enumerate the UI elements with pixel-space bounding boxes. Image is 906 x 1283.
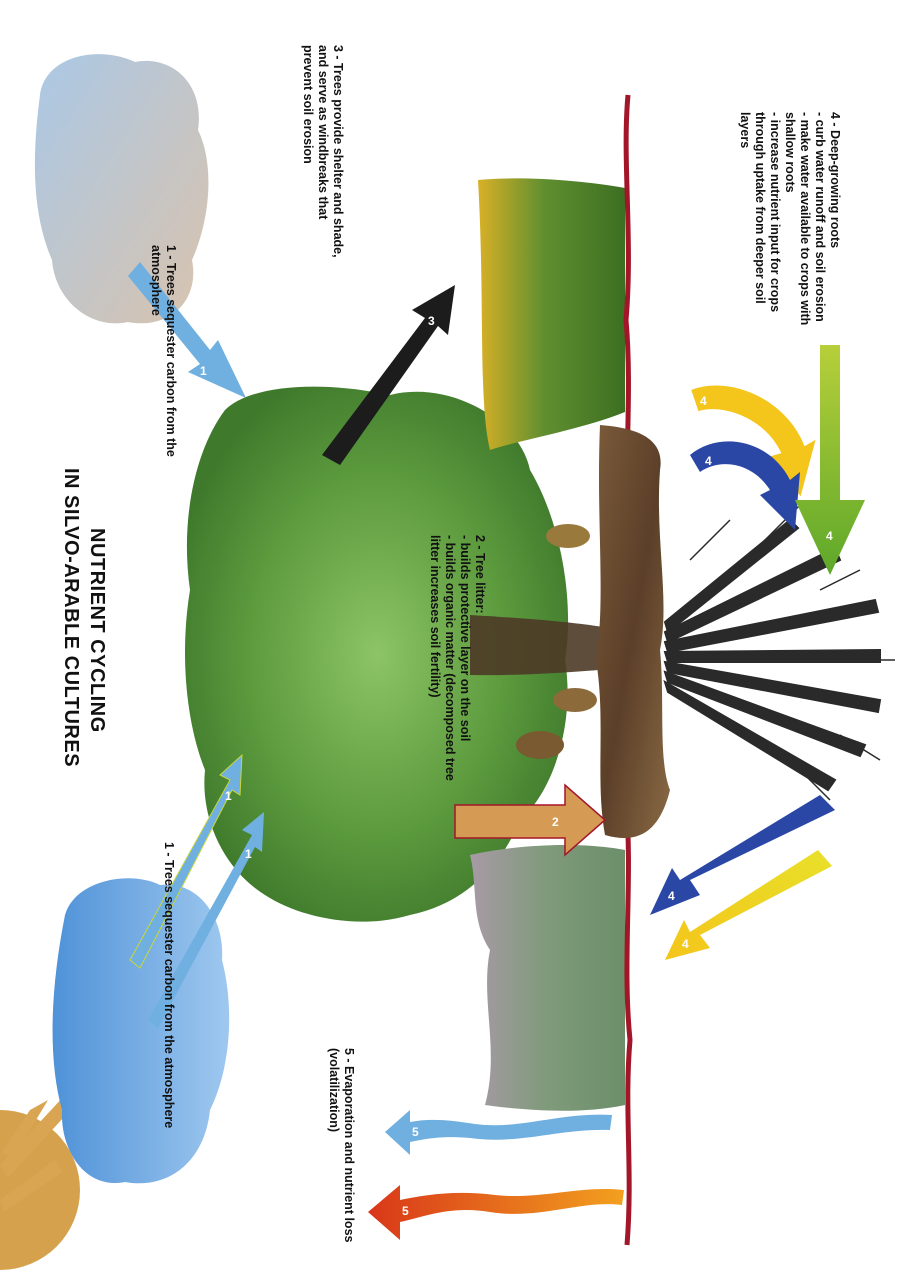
arrow-4-yellow-straight: 4 [665, 850, 832, 960]
label-line: and serve as windbreaks that [316, 45, 330, 220]
label-line: - curb water runoff and soil erosion [813, 112, 827, 322]
label-line: 1 - Trees sequester carbon from the atmo… [162, 842, 176, 1129]
label-shelter: 3 - Trees provide shelter and shade, and… [300, 45, 345, 258]
label-line: layers [738, 112, 752, 149]
tree-trunk-illustration [470, 615, 620, 676]
cloud-top-illustration [34, 54, 209, 324]
arrow-1-left-a: 1 [129, 753, 243, 969]
roots-illustration [663, 504, 895, 801]
label-line: - increase nutrient input for crops [768, 112, 782, 313]
arrow-3: 3 [322, 285, 455, 465]
tree-canopy-illustration [185, 386, 569, 922]
arrow-1-left-b: 1 [148, 812, 264, 1028]
arrow-5-red-wavy: 5 [368, 1185, 624, 1240]
sunflower-field-illustration [478, 178, 625, 450]
svg-text:4: 4 [705, 454, 712, 468]
arrow-4-blue-straight: 4 [650, 795, 835, 915]
label-line: 3 - Trees provide shelter and shade, [331, 45, 345, 258]
label-sequester-top: 1 - Trees sequester carbon from the atmo… [148, 245, 178, 457]
label-line: through uptake from deeper soil [753, 112, 767, 304]
leaf-illustration [516, 731, 564, 759]
sun-illustration [0, 1095, 81, 1270]
svg-text:1: 1 [245, 847, 252, 861]
diagram-title: NUTRIENT CYCLING IN SILVO-ARABLE CULTURE… [58, 468, 110, 767]
arrow-2: 2 [454, 783, 607, 857]
arrow-4-yellow-curved: 4 [691, 385, 816, 497]
svg-text:1: 1 [225, 789, 232, 803]
label-line: 4 - Deep-growing roots [828, 112, 842, 249]
arrow-1-top: 1 [128, 262, 246, 398]
svg-text:4: 4 [668, 889, 675, 903]
arrow-4-blue-curved: 4 [690, 441, 800, 530]
label-line: 5 - Evaporation and nutrient loss [342, 1048, 356, 1243]
grass-field-illustration [470, 845, 625, 1111]
title-line-2: IN SILVO-ARABLE CULTURES [60, 468, 82, 768]
label-line: shallow roots [783, 112, 797, 193]
label-line: atmosphere [149, 245, 163, 316]
label-line: 2 - Tree litter: [473, 535, 487, 614]
label-deep-roots: 4 - Deep-growing roots - curb water runo… [737, 112, 842, 325]
svg-text:4: 4 [682, 937, 689, 951]
label-line: - builds organic matter (decomposed tree [443, 535, 457, 781]
arrow-4-green-down: 4 [795, 345, 865, 575]
svg-text:4: 4 [700, 394, 707, 408]
svg-text:3: 3 [428, 314, 435, 328]
label-sequester-left: 1 - Trees sequester carbon from the atmo… [161, 842, 176, 1128]
label-line: prevent soil erosion [301, 45, 315, 164]
label-evaporation: 5 - Evaporation and nutrient loss (volat… [326, 1048, 356, 1242]
title-line-1: NUTRIENT CYCLING [86, 528, 108, 733]
svg-text:5: 5 [412, 1125, 419, 1139]
label-line: litter increases soil fertility) [428, 535, 442, 698]
label-tree-litter: 2 - Tree litter: - builds protective lay… [427, 535, 487, 781]
label-line: (volatilization) [327, 1048, 341, 1133]
leaf-illustration [553, 688, 597, 712]
label-line: 1 - Trees sequester carbon from the [164, 245, 178, 457]
svg-text:1: 1 [200, 364, 207, 378]
svg-text:2: 2 [552, 815, 559, 829]
svg-text:5: 5 [402, 1204, 409, 1218]
label-line: - make water available to crops with [798, 112, 812, 326]
svg-text:4: 4 [826, 529, 833, 543]
arrow-5-blue-wavy: 5 [385, 1110, 612, 1155]
litter-layer-illustration [596, 425, 670, 838]
leaf-illustration [546, 524, 590, 548]
label-line: - builds protective layer on the soil [458, 535, 472, 742]
